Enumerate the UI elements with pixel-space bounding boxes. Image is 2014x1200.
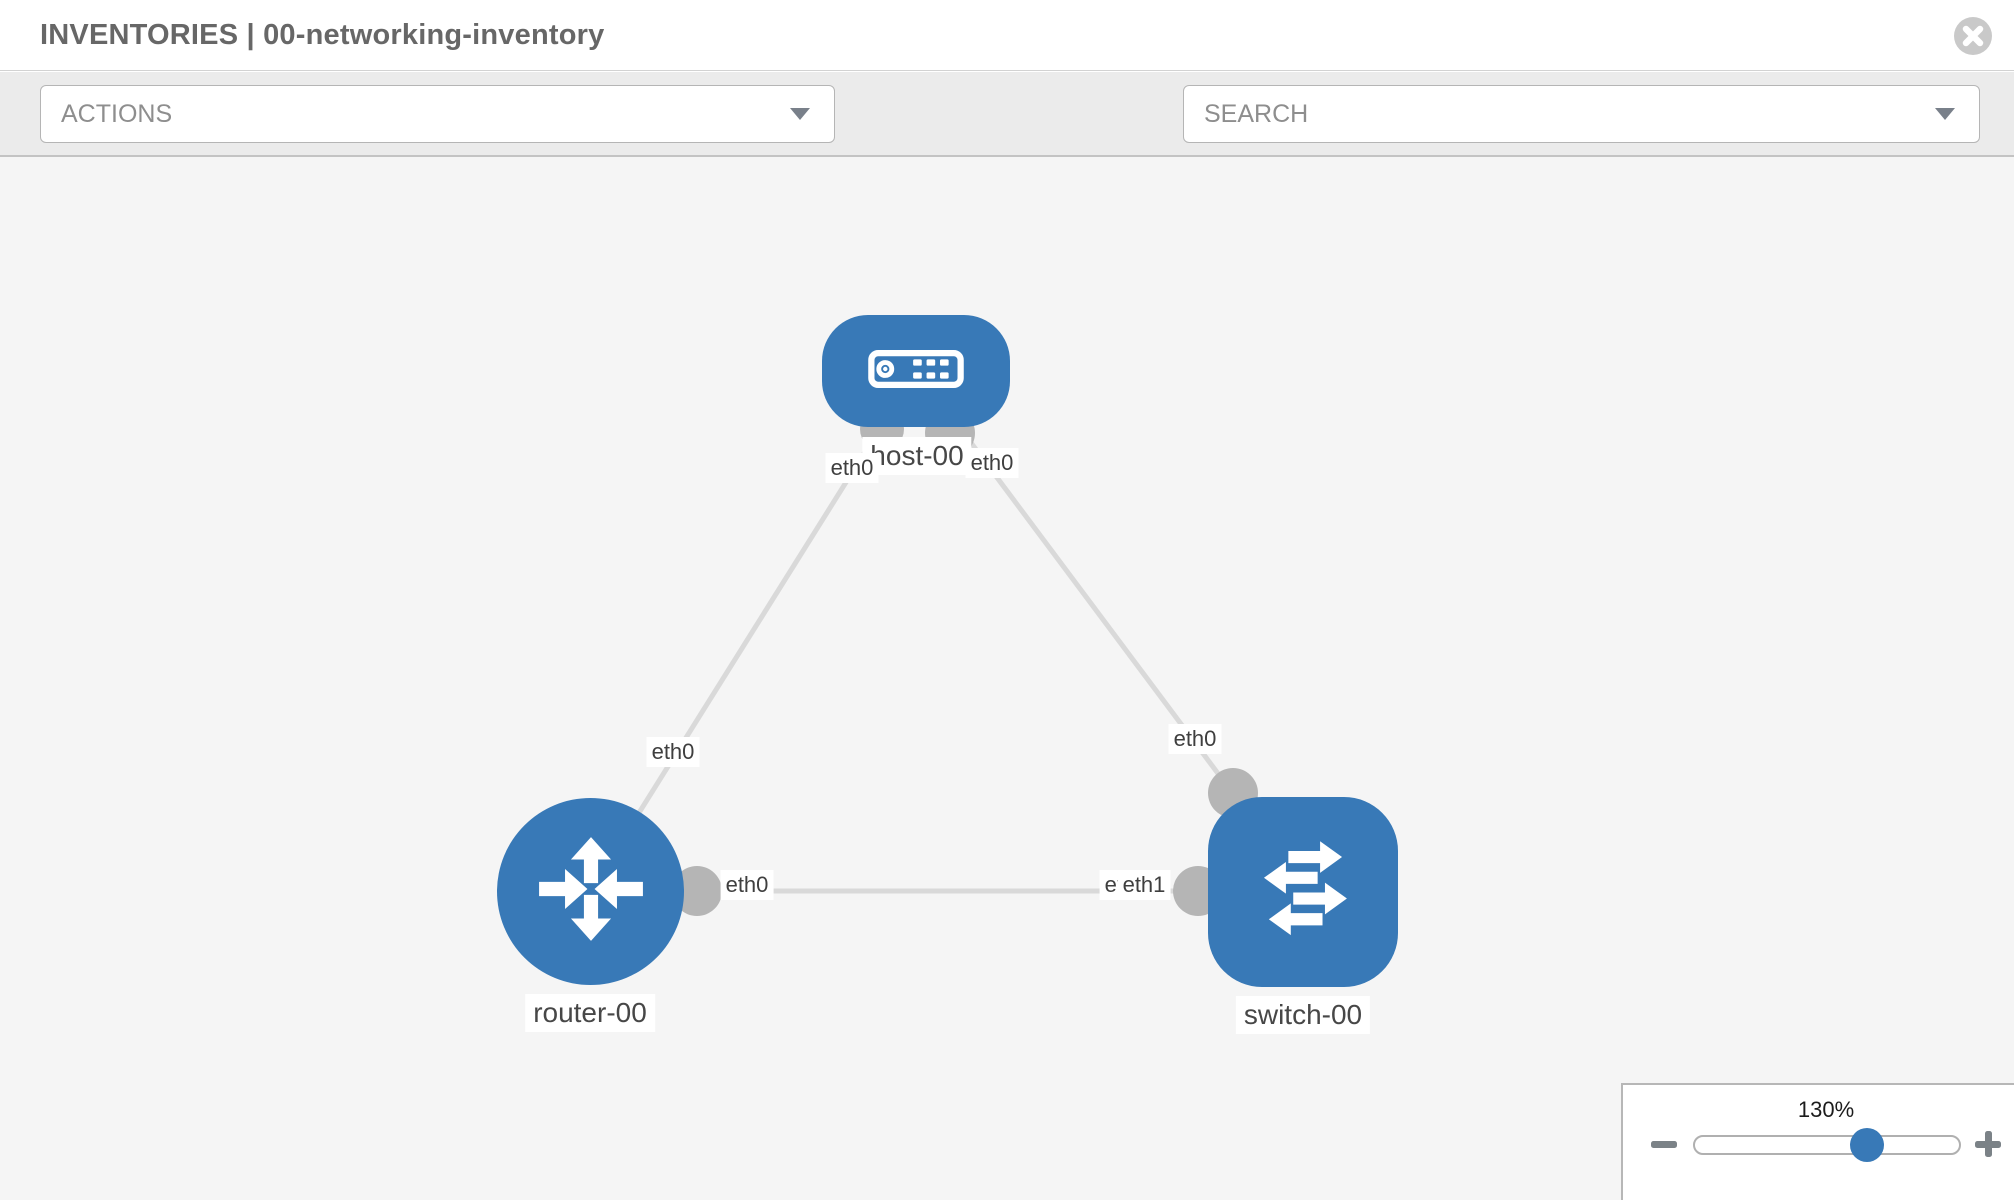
connector-dot xyxy=(672,866,722,916)
switch-icon xyxy=(1242,829,1364,956)
host-icon xyxy=(868,349,964,394)
router-icon xyxy=(532,830,650,953)
close-button[interactable] xyxy=(1954,17,1992,55)
topology-canvas[interactable]: host-00 router-00 switch-00 eth0 eth0 et… xyxy=(0,157,2014,1200)
toolbar: ACTIONS xyxy=(0,72,2014,205)
search-dropdown-label: SEARCH xyxy=(1204,99,1309,128)
iface-label: eth0 xyxy=(720,870,774,900)
plus-icon xyxy=(1984,1131,1992,1157)
zoom-slider-thumb[interactable] xyxy=(1850,1128,1884,1162)
chevron-down-icon xyxy=(790,108,810,120)
page-title: INVENTORIES | 00-networking-inventory xyxy=(40,19,605,51)
zoom-slider-track[interactable] xyxy=(1693,1128,1961,1162)
actions-dropdown-label: ACTIONS xyxy=(61,99,173,128)
zoom-control-panel: 130% xyxy=(1621,1083,2014,1200)
zoom-in-button[interactable] xyxy=(1971,1127,2005,1161)
iface-label: eth0 xyxy=(825,453,879,483)
actions-dropdown[interactable]: ACTIONS xyxy=(40,85,835,143)
node-router-00[interactable] xyxy=(497,798,684,985)
minus-icon xyxy=(1651,1140,1677,1148)
chevron-down-icon xyxy=(1935,108,1955,120)
node-label-switch: switch-00 xyxy=(1235,996,1371,1034)
iface-label: eth0 xyxy=(646,737,700,767)
header: INVENTORIES | 00-networking-inventory xyxy=(0,0,2014,71)
links-layer xyxy=(587,407,1303,916)
search-dropdown[interactable]: SEARCH xyxy=(1183,85,1980,143)
node-label-host: host-00 xyxy=(862,437,972,475)
iface-label: eth0 xyxy=(1168,724,1222,754)
close-icon xyxy=(1954,17,1992,58)
node-label-router: router-00 xyxy=(525,994,655,1032)
iface-label: eth1 xyxy=(1117,870,1171,900)
zoom-percentage: 130% xyxy=(1797,1097,1855,1122)
node-host-00[interactable] xyxy=(822,315,1010,427)
zoom-out-button[interactable] xyxy=(1647,1127,1681,1161)
node-switch-00[interactable] xyxy=(1208,797,1398,987)
iface-label: eth0 xyxy=(965,448,1019,478)
